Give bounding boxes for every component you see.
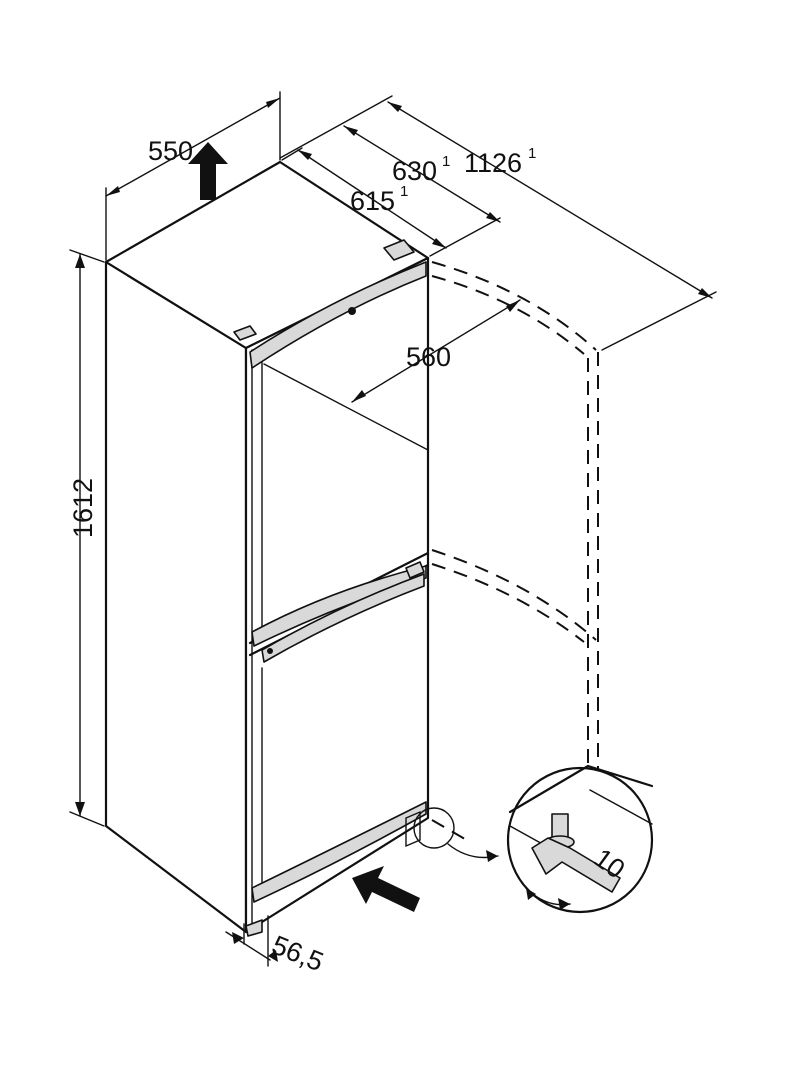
up-arrow-icon [188,142,228,200]
dim-width: 550 [105,91,281,261]
dim-depth-lines [279,95,717,351]
bottom-door-handle [245,801,427,937]
middle-door-handle [251,561,427,663]
dim-depth-sup: 1 [400,183,408,200]
dim-total-sup: 1 [528,145,536,162]
dim-depth-labels: 630 1 615 1 1126 1 [350,145,536,216]
dim-depth-label: 615 [350,186,395,216]
top-door-handle [233,239,427,369]
door-swing-outline [431,261,599,843]
dim-depth-open-sup: 1 [442,153,450,170]
dim-total-label: 1126 [464,148,522,178]
dim-swing: 560 [263,299,521,451]
dim-depth-open-label: 630 [392,156,437,186]
dim-foot-offset-label: 56,5 [268,930,328,978]
foot-detail [413,764,654,914]
fridge-body [104,160,430,934]
dim-height: 1612 [68,249,105,827]
dim-width-label: 550 [148,136,193,166]
push-arrow-icon [352,866,420,912]
dim-swing-label: 560 [406,342,451,372]
dim-height-label: 1612 [68,478,98,538]
rotate-arrow-icon [525,887,571,910]
